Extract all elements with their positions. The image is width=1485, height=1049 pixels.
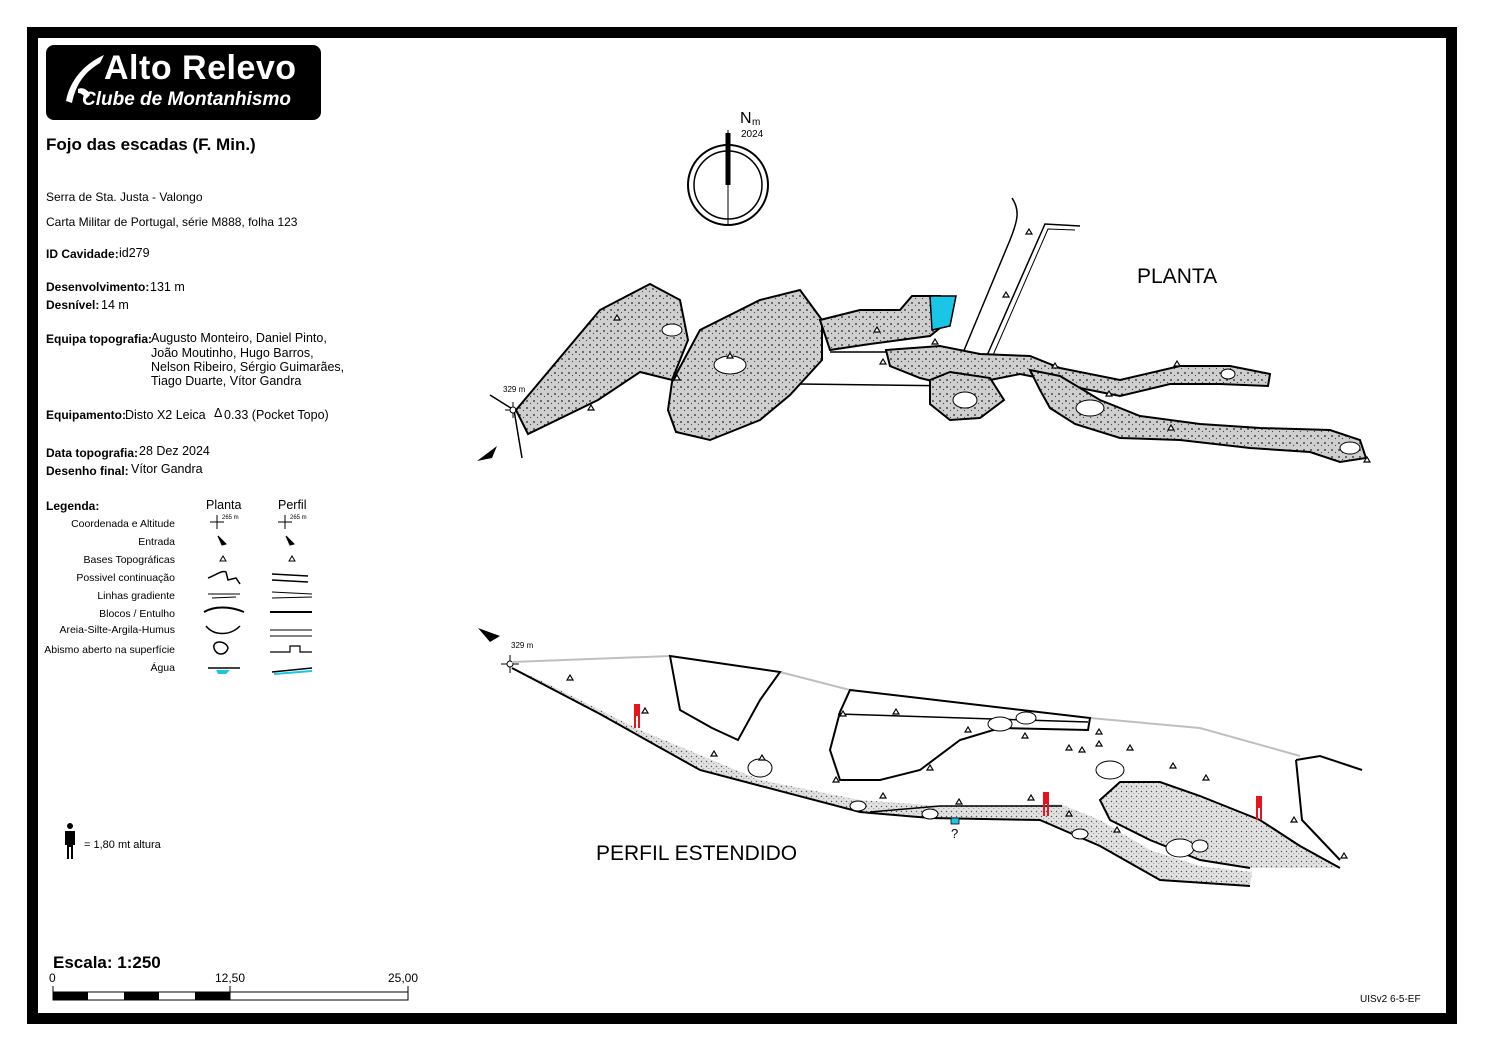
club-logo: Alto Relevo Clube de Montanhismo [46, 45, 321, 120]
legend-item: Abismo aberto na superfície [44, 644, 175, 656]
legend-item: Bases Topográficas [83, 554, 175, 566]
team-line: João Moutinho, Hugo Barros, [151, 346, 314, 360]
person-icon [65, 823, 75, 859]
equipment-version: 0.33 (Pocket Topo) [224, 408, 329, 422]
legend-item: Areia-Silte-Argila-Humus [59, 624, 175, 636]
drawing-value: Vítor Gandra [131, 462, 203, 476]
scale-tick-label: 12,50 [215, 971, 246, 985]
equipment-value: Disto X2 Leica [125, 408, 206, 422]
triangle-icon: Δ [214, 406, 223, 420]
legend-coord-altitude: 265 m [290, 515, 307, 521]
plan-title: PLANTA [1137, 265, 1218, 288]
id-label: ID Cavidade: [46, 247, 119, 261]
id-value: id279 [119, 246, 150, 260]
plan-view [477, 197, 1372, 464]
scale-bar [52, 986, 409, 1001]
team-label: Equipa topografia: [46, 332, 152, 346]
north-year: 2024 [741, 129, 764, 140]
logo-title: Alto Relevo [104, 49, 297, 87]
scale-tick-label: 0 [49, 971, 56, 985]
desnivel-value: 14 m [101, 298, 129, 312]
map-sheet-text: Carta Militar de Portugal, série M888, f… [46, 215, 298, 229]
scale-tick-label: 25,00 [388, 971, 419, 985]
legend-item: Linhas gradiente [97, 590, 175, 602]
person-figure-icons [634, 704, 1262, 820]
water-puddle [950, 817, 960, 825]
ibex-horn-icon [66, 55, 104, 103]
survey-date-label: Data topografia: [46, 446, 139, 460]
cave-name: Fojo das escadas (F. Min.) [46, 135, 256, 154]
profile-title: PERFIL ESTENDIDO [596, 842, 798, 865]
entrance-arrow-icon [478, 628, 500, 642]
legend-symbols [203, 515, 313, 675]
drawing-label: Desenho final: [46, 464, 129, 478]
scale-title: Escala: 1:250 [53, 953, 161, 972]
topo-base-markers [565, 673, 1349, 859]
location-text: Serra de Sta. Justa - Valongo [46, 190, 203, 204]
person-scale-text: = 1,80 mt altura [84, 839, 161, 851]
team-line: Tiago Duarte, Vítor Gandra [151, 374, 302, 388]
development-label: Desenvolvimento: [46, 280, 150, 294]
possible-continuation-mark: ? [951, 826, 959, 841]
legend-profile-header: Perfil [278, 498, 307, 512]
legend-coord-altitude: 265 m [222, 515, 239, 521]
legend-item: Água [150, 662, 175, 674]
north-arrow-icon [687, 130, 769, 226]
legend-plan-header: Planta [206, 498, 242, 512]
team-line: Nelson Ribeiro, Sérgio Guimarães, [151, 360, 345, 374]
coordinate-marker-icon [501, 655, 519, 673]
equipment-label: Equipamento: [46, 408, 126, 422]
desnivel-label: Desnível: [46, 298, 100, 312]
legend-item: Blocos / Entulho [99, 608, 175, 620]
water-pool [929, 295, 957, 331]
plan-entrance-altitude: 329 m [503, 385, 526, 394]
topo-base-markers [586, 227, 1372, 463]
profile-view [478, 628, 1363, 887]
legend-item: Entrada [138, 536, 175, 548]
entrance-arrow-icon [477, 446, 497, 461]
catalog-code: UISv2 6-5-EF [1360, 994, 1421, 1005]
north-suffix: m [752, 117, 761, 128]
legend-item: Coordenada e Altitude [71, 518, 175, 530]
profile-entrance-altitude: 329 m [511, 641, 534, 650]
north-label: N [740, 110, 752, 127]
logo-subtitle: Clube de Montanhismo [82, 89, 291, 110]
legend-item: Possivel continuação [76, 572, 175, 584]
legend-title: Legenda: [46, 499, 100, 513]
team-line: Augusto Monteiro, Daniel Pinto, [151, 331, 327, 345]
development-value: 131 m [150, 280, 185, 294]
survey-date-value: 28 Dez 2024 [139, 444, 210, 458]
